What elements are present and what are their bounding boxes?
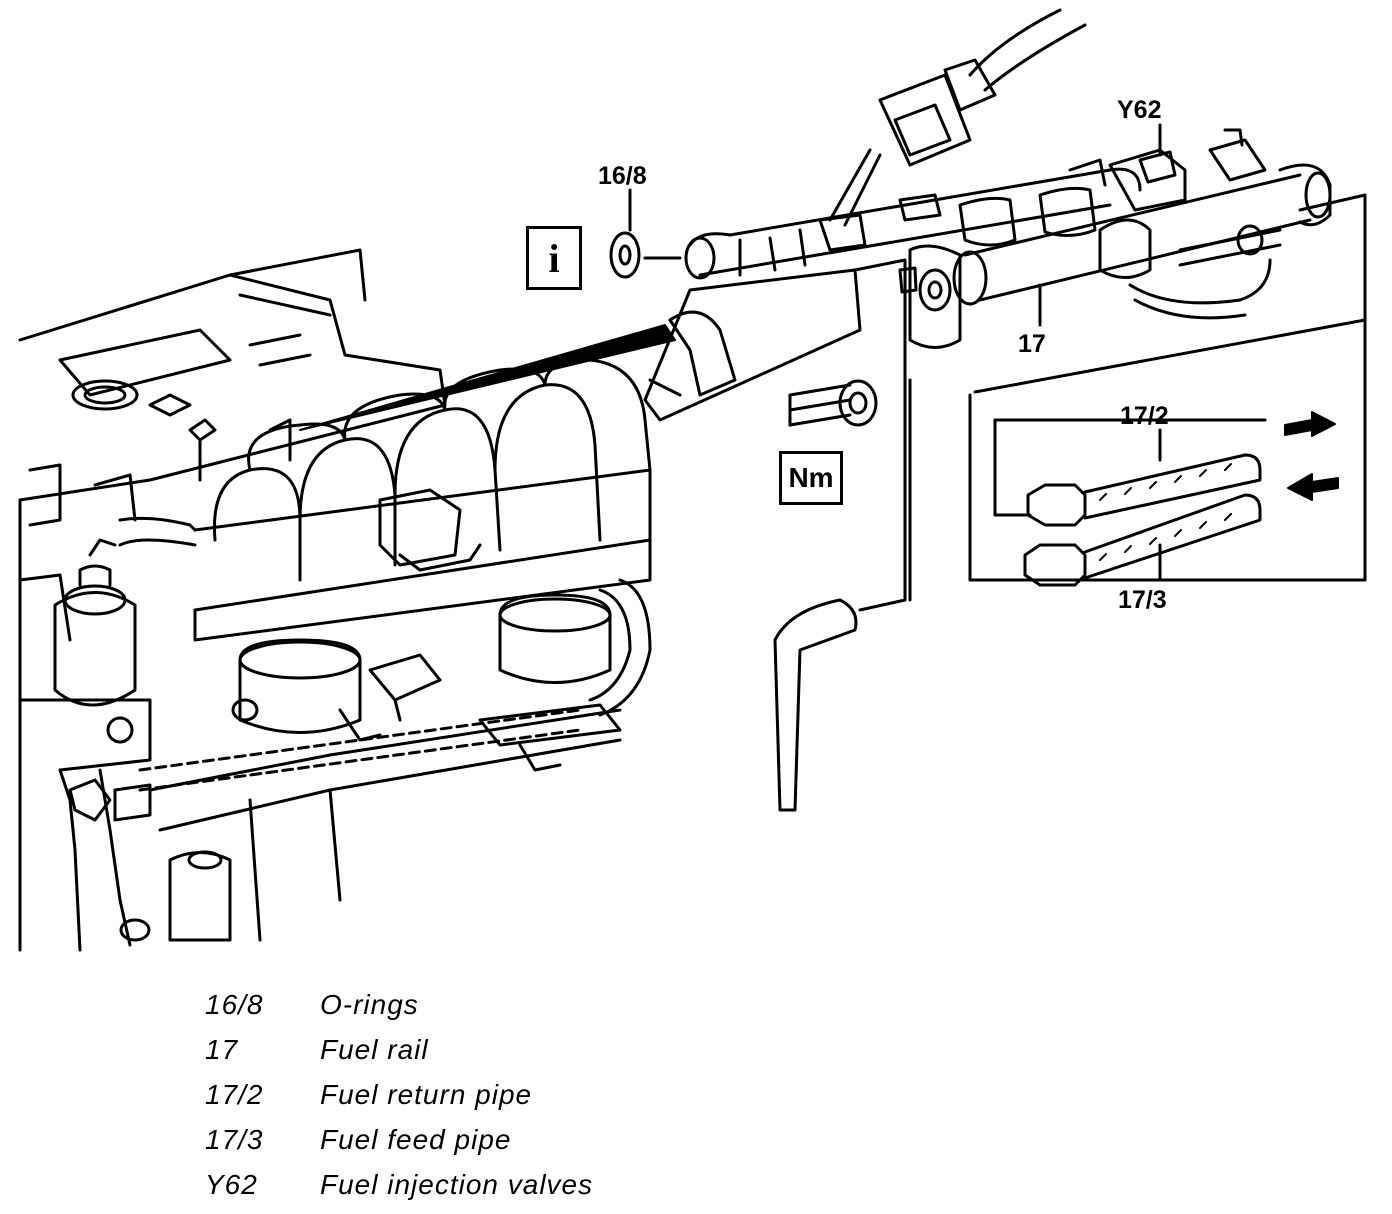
callout-17: 17 <box>1018 330 1046 358</box>
torque-badge: Nm <box>779 451 843 505</box>
info-badge: i <box>526 226 582 290</box>
info-icon: i <box>548 235 560 281</box>
legend-description: O-rings <box>320 988 419 1020</box>
legend-description: Fuel injection valves <box>320 1168 594 1200</box>
legend-description: Fuel return pipe <box>320 1078 533 1110</box>
pipe-texture <box>1099 463 1232 561</box>
callout-16-8: 16/8 <box>598 162 647 190</box>
pipes-inset <box>968 123 1367 587</box>
legend-code: 16/8 <box>205 988 264 1020</box>
return-flow-arrow-icon <box>1284 411 1336 437</box>
engine-block <box>18 248 622 952</box>
torque-label: Nm <box>788 462 834 493</box>
legend-code: 17/2 <box>205 1078 264 1110</box>
intake-manifold <box>106 358 652 744</box>
pointer-wedge <box>299 324 676 431</box>
legend-code: Y62 <box>205 1168 258 1200</box>
o-ring <box>609 188 682 279</box>
legend-row: Y62 Fuel injection valves <box>205 1162 905 1207</box>
callout-17-3: 17/3 <box>1118 586 1167 614</box>
legend-row: 17/3 Fuel feed pipe <box>205 1117 905 1162</box>
legend-code: 17 <box>205 1033 239 1065</box>
parts-legend: 16/8 O-rings 17 Fuel rail 17/2 Fuel return pi… <box>205 982 905 1207</box>
legend-row: 17 Fuel rail <box>205 1027 905 1072</box>
callout-17-2: 17/2 <box>1120 402 1169 430</box>
legend-code: 17/3 <box>205 1123 264 1155</box>
fuel-rail-assembly <box>643 8 1367 812</box>
legend-description: Fuel rail <box>320 1033 429 1065</box>
legend-row: 16/8 O-rings <box>205 982 905 1027</box>
engine-fuel-rail-diagram <box>18 8 1367 952</box>
legend-description: Fuel feed pipe <box>320 1123 512 1155</box>
callout-y62: Y62 <box>1117 96 1162 124</box>
feed-flow-arrow-icon <box>1287 473 1339 501</box>
legend-row: 17/2 Fuel return pipe <box>205 1072 905 1117</box>
